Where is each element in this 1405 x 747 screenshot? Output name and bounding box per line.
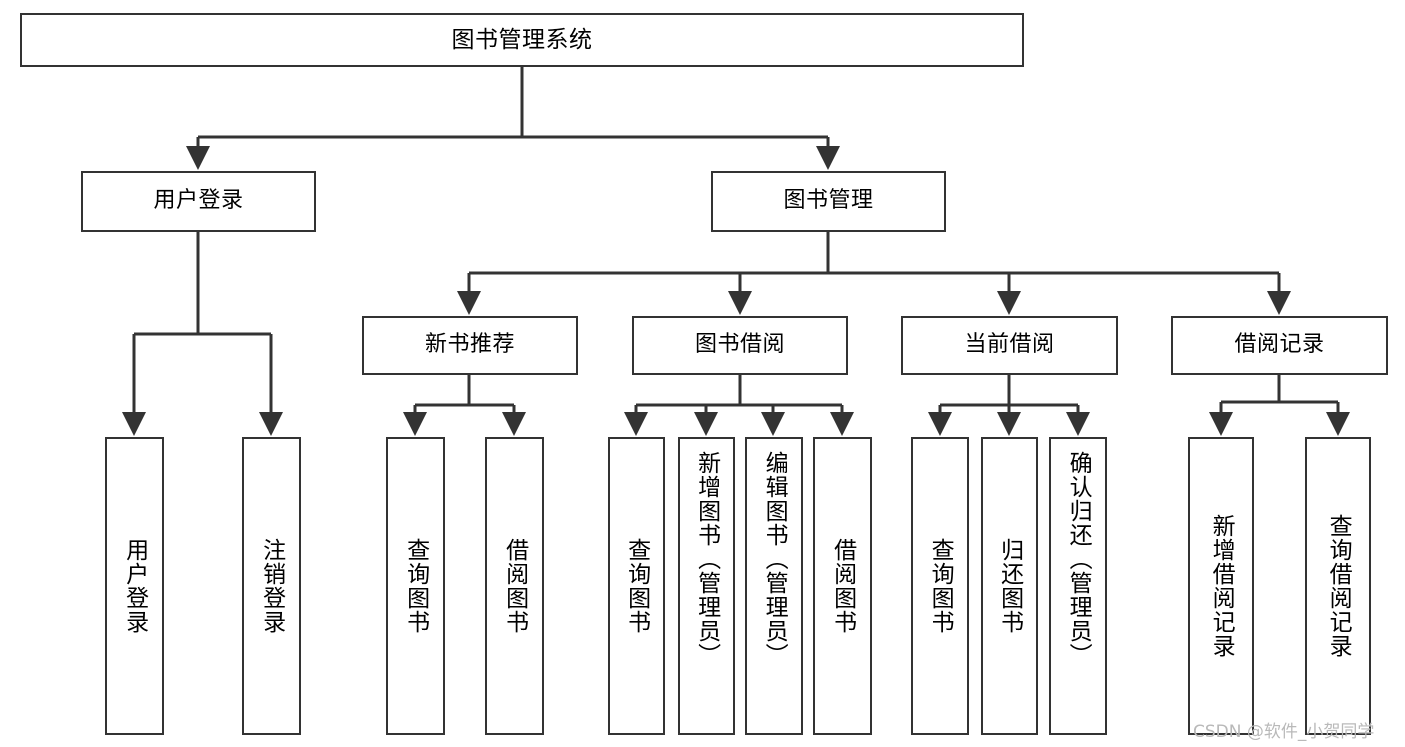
node-new-book-recommendation[interactable]: 新书推荐 <box>362 316 578 375</box>
node-label: 注销登录 <box>258 538 285 634</box>
node-user-login[interactable]: 用户登录 <box>81 171 316 232</box>
node-label: 确认归还（管理员） <box>1065 451 1092 667</box>
node-label: 查询借阅记录 <box>1325 514 1352 658</box>
node-leaf-add-borrow-record[interactable]: 新增借阅记录 <box>1188 437 1254 735</box>
node-leaf-add-book-admin[interactable]: 新增图书（管理员） <box>678 437 735 735</box>
node-label: 图书管理系统 <box>451 26 593 53</box>
node-label: 借阅图书 <box>501 538 528 634</box>
node-leaf-query-book-1[interactable]: 查询图书 <box>386 437 445 735</box>
node-label: 查询图书 <box>402 538 429 634</box>
node-label: 新增图书（管理员） <box>693 451 720 667</box>
node-label: 借阅图书 <box>829 538 856 634</box>
node-current-borrowing[interactable]: 当前借阅 <box>901 316 1118 375</box>
csdn-watermark: CSDN @软件_小贺同学 <box>1193 722 1375 742</box>
node-leaf-borrow-book-1[interactable]: 借阅图书 <box>485 437 544 735</box>
node-label: 当前借阅 <box>964 332 1055 358</box>
node-label: 新增借阅记录 <box>1208 514 1235 658</box>
node-leaf-return-book[interactable]: 归还图书 <box>981 437 1038 735</box>
node-label: 图书借阅 <box>694 332 785 358</box>
node-label: 查询图书 <box>623 538 650 634</box>
node-label: 借阅记录 <box>1234 332 1325 358</box>
node-label: 用户登录 <box>121 538 148 634</box>
node-leaf-confirm-return-admin[interactable]: 确认归还（管理员） <box>1049 437 1107 735</box>
node-leaf-query-book-2[interactable]: 查询图书 <box>608 437 665 735</box>
node-leaf-query-borrow-record[interactable]: 查询借阅记录 <box>1305 437 1371 735</box>
node-leaf-query-book-3[interactable]: 查询图书 <box>911 437 969 735</box>
node-leaf-logout[interactable]: 注销登录 <box>242 437 301 735</box>
node-label: 归还图书 <box>996 538 1023 634</box>
node-leaf-borrow-book-2[interactable]: 借阅图书 <box>813 437 872 735</box>
node-leaf-edit-book-admin[interactable]: 编辑图书（管理员） <box>745 437 803 735</box>
node-borrow-record[interactable]: 借阅记录 <box>1171 316 1388 375</box>
node-label: 用户登录 <box>153 188 244 214</box>
node-label: 查询图书 <box>927 538 954 634</box>
node-leaf-user-login[interactable]: 用户登录 <box>105 437 164 735</box>
node-root-book-management-system[interactable]: 图书管理系统 <box>20 13 1024 67</box>
node-label: 新书推荐 <box>424 332 515 358</box>
node-book-management[interactable]: 图书管理 <box>711 171 946 232</box>
node-label: 编辑图书（管理员） <box>761 451 788 667</box>
node-label: 图书管理 <box>783 188 874 214</box>
node-book-borrowing[interactable]: 图书借阅 <box>632 316 848 375</box>
